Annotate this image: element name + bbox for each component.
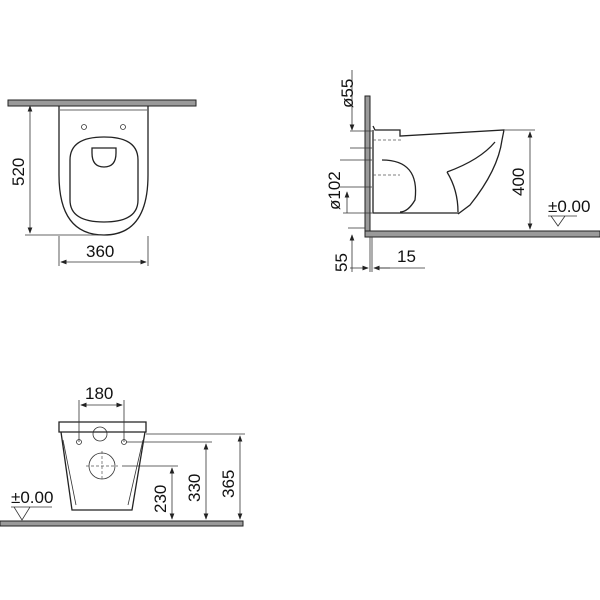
wall-section	[364, 95, 371, 238]
inlet-diameter-dimension: ø55	[338, 79, 357, 108]
bolt-hole-icon	[81, 124, 87, 130]
floor-slab	[0, 520, 244, 527]
floor-level-label: ±0.00	[11, 488, 53, 507]
flush-opening	[91, 147, 117, 168]
wall-offset-dimension: 55	[332, 253, 351, 272]
floor-level-label: ±0.00	[548, 197, 590, 216]
outlet-height-dimension: 230	[151, 485, 170, 513]
top-height-dimension: 365	[219, 470, 238, 498]
bowl-outline	[58, 106, 149, 236]
floor-section	[364, 230, 600, 238]
depth-dimension: 520	[9, 158, 28, 186]
width-dimension: 360	[86, 242, 114, 261]
inlet-hole-icon	[92, 426, 108, 442]
wall-thickness-dimension: 15	[397, 247, 416, 266]
front-view: 180 230 330 365 ±0.00	[0, 384, 245, 527]
level-marker-icon	[548, 215, 577, 227]
height-dimension: 400	[509, 168, 528, 196]
bolt-spacing-dimension: 180	[85, 384, 113, 403]
level-marker-icon	[11, 506, 52, 521]
wall-slab	[7, 99, 197, 107]
bolt-hole-icon	[120, 124, 126, 130]
side-view: ø55 ø102 400 ±0.00 55 15	[325, 70, 600, 272]
bowl-profile	[372, 125, 505, 215]
outlet-diameter-dimension: ø102	[325, 171, 344, 210]
bolt-height-dimension: 330	[185, 474, 204, 502]
seat-outline	[69, 136, 139, 223]
top-view: 520 360	[7, 99, 197, 266]
